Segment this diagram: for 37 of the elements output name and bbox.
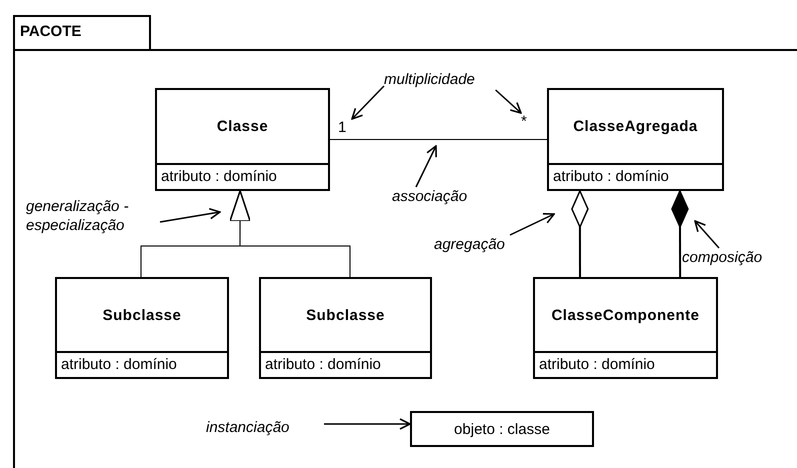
leader-arrow [160, 208, 221, 223]
leader-arrow [415, 145, 437, 188]
package-name: PACOTE [20, 23, 82, 40]
class-name: ClasseComponente [550, 306, 701, 326]
attribute-text: atributo : domínio [261, 351, 430, 377]
attribute-text: atributo : domínio [549, 163, 722, 189]
annotation-label: generalização - especialização [26, 197, 160, 237]
class-box [259, 277, 432, 379]
attribute-text: atributo : domínio [157, 163, 328, 189]
annotation-label: associação [392, 187, 492, 207]
class-box [547, 88, 724, 191]
class-box [55, 277, 229, 379]
class-name: Subclasse [102, 306, 182, 326]
leader-arrow [495, 89, 522, 114]
class-name: Classe [216, 117, 270, 137]
attribute-text: atributo : domínio [57, 351, 227, 377]
class-name: ClasseAgregada [572, 117, 699, 137]
association-line [330, 139, 548, 140]
object-box: objeto : classe [410, 411, 594, 447]
multiplicity-label: 1 [338, 119, 352, 139]
leader-arrow [351, 85, 385, 120]
aggregation-line [571, 190, 589, 277]
leader-arrow [694, 220, 720, 248]
composition-line [671, 190, 689, 277]
attribute-text: atributo : domínio [535, 351, 716, 377]
package-frame [13, 15, 797, 468]
annotation-label: composição [682, 248, 782, 268]
class-name: Subclasse [305, 306, 386, 326]
annotation-label: instanciação [206, 418, 324, 438]
class-box [155, 88, 330, 191]
leader-arrow [324, 418, 411, 430]
annotation-label: multiplicidade [384, 70, 504, 90]
generalization-arrow [229, 190, 350, 278]
multiplicity-label: * [521, 113, 535, 133]
class-box [533, 277, 718, 379]
annotation-label: agregação [434, 235, 534, 255]
leader-arrow [510, 212, 555, 236]
